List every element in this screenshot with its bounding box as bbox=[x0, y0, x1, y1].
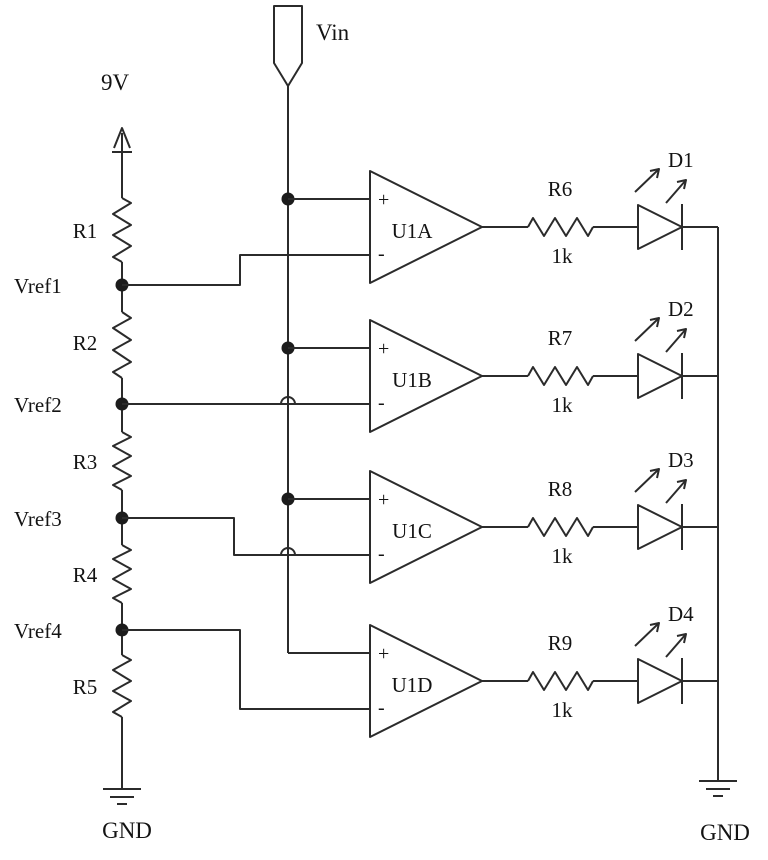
output-rail: GND bbox=[699, 227, 750, 845]
resistor-R9-value: 1k bbox=[552, 698, 574, 722]
resistor-R7 bbox=[527, 366, 594, 386]
resistor-R9-label: R9 bbox=[548, 631, 573, 655]
channel-1: + - U1A R6 1k D1 bbox=[122, 148, 718, 286]
resistor-R8 bbox=[527, 517, 594, 537]
wire-hop-u1c bbox=[280, 547, 296, 556]
u1b-plus-pin: + bbox=[378, 338, 389, 360]
led-D4-icon bbox=[634, 622, 687, 704]
resistor-R2-label: R2 bbox=[73, 331, 98, 355]
vin-label: Vin bbox=[316, 20, 350, 45]
channel-2: + - U1B R7 1k D2 bbox=[122, 297, 718, 433]
channel-3: + - U1C R8 1k D3 bbox=[122, 448, 718, 584]
power-arrow-icon bbox=[112, 127, 132, 198]
opamp-U1B-label: U1B bbox=[392, 368, 432, 392]
voltage-divider: 9V R1 Vref1 R2 Vref2 R3 Vref3 R4 Vref4 bbox=[14, 70, 152, 843]
led-D2-label: D2 bbox=[668, 297, 694, 321]
resistor-R3-label: R3 bbox=[73, 450, 98, 474]
resistor-R4 bbox=[112, 544, 132, 604]
u1a-plus-pin: + bbox=[378, 189, 389, 211]
vin-port-icon bbox=[273, 5, 303, 87]
resistor-R7-label: R7 bbox=[548, 326, 573, 350]
led-D1-label: D1 bbox=[668, 148, 694, 172]
vref3-label: Vref3 bbox=[14, 507, 62, 531]
ground-left-label: GND bbox=[102, 818, 152, 843]
resistor-R1 bbox=[112, 197, 132, 263]
ground-left-icon bbox=[103, 788, 141, 805]
channel-4: + - U1D R9 1k D4 bbox=[122, 602, 718, 738]
u1d-plus-pin: + bbox=[378, 643, 389, 665]
wire-hop-u1b bbox=[280, 396, 296, 405]
resistor-R5-label: R5 bbox=[73, 675, 98, 699]
ground-right-icon bbox=[699, 780, 737, 797]
resistor-R6-value: 1k bbox=[552, 244, 574, 268]
u1c-plus-pin: + bbox=[378, 489, 389, 511]
vref1-label: Vref1 bbox=[14, 274, 62, 298]
resistor-R4-label: R4 bbox=[73, 563, 98, 587]
led-D2-icon bbox=[634, 317, 687, 399]
opamp-U1A-label: U1A bbox=[392, 219, 434, 243]
opamp-U1D bbox=[369, 624, 483, 738]
resistor-R2 bbox=[112, 311, 132, 379]
u1b-minus-pin: - bbox=[378, 392, 385, 414]
opamp-U1C-label: U1C bbox=[392, 519, 432, 543]
opamp-U1B bbox=[369, 319, 483, 433]
u1a-minus-pin: - bbox=[378, 243, 385, 265]
ground-right-label: GND bbox=[700, 820, 750, 845]
vref4-label: Vref4 bbox=[14, 619, 62, 643]
resistor-R8-label: R8 bbox=[548, 477, 573, 501]
led-D1-icon bbox=[634, 168, 687, 250]
resistor-R1-label: R1 bbox=[73, 219, 98, 243]
opamp-U1C bbox=[369, 470, 483, 584]
u1c-minus-pin: - bbox=[378, 543, 385, 565]
led-D4-label: D4 bbox=[668, 602, 694, 626]
u1d-minus-wire bbox=[122, 629, 370, 710]
vref2-label: Vref2 bbox=[14, 393, 62, 417]
resistor-R7-value: 1k bbox=[552, 393, 574, 417]
opamp-U1A bbox=[369, 170, 483, 284]
resistor-R6 bbox=[527, 217, 594, 237]
resistor-R3 bbox=[112, 431, 132, 491]
supply-voltage-label: 9V bbox=[101, 70, 130, 95]
resistor-R5 bbox=[112, 654, 132, 718]
u1a-minus-wire bbox=[122, 254, 370, 286]
resistor-R6-label: R6 bbox=[548, 177, 573, 201]
u1d-minus-pin: - bbox=[378, 697, 385, 719]
u1c-minus-wire bbox=[122, 517, 370, 556]
resistor-R9 bbox=[527, 671, 594, 691]
resistor-R8-value: 1k bbox=[552, 544, 574, 568]
opamp-U1D-label: U1D bbox=[392, 673, 433, 697]
led-D3-icon bbox=[634, 468, 687, 550]
led-D3-label: D3 bbox=[668, 448, 694, 472]
